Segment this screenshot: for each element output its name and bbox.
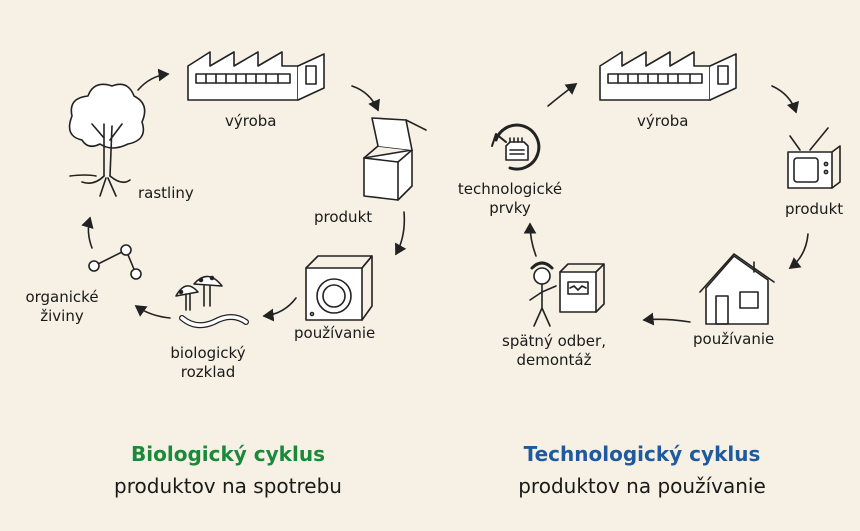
bio-label-decomposition: biologický rozklad (170, 344, 246, 381)
tech-cycle-title: Technologický cyklus (523, 442, 761, 466)
worm-icon (179, 314, 249, 329)
bio-label-production: výroba (225, 112, 277, 130)
tech-label-product: produkt (785, 200, 844, 218)
bio-label-nutrients: organické živiny (25, 288, 99, 325)
tech-cycle-subtitle: produktov na používanie (518, 474, 766, 498)
house-icon (699, 253, 775, 325)
mushrooms-icon (175, 275, 223, 311)
tech-label-usage: používanie (693, 330, 775, 348)
recycle-chip-icon (491, 123, 541, 171)
tech-label-components: technologické prvky (457, 180, 563, 217)
bio-label-plants: rastliny (138, 184, 194, 202)
bio-cycle-subtitle: produktov na spotrebu (114, 474, 342, 498)
box-icon (363, 117, 427, 201)
bio-cycle-title: Biologický cyklus (131, 442, 325, 466)
person-with-box-icon (529, 261, 605, 327)
bio-cycle-arrows (81, 68, 407, 322)
tech-label-production: výroba (637, 112, 689, 130)
factory-icon (187, 51, 325, 101)
molecule-icon (88, 244, 142, 280)
tv-icon (787, 127, 841, 189)
tech-cycle-arrows (523, 83, 809, 326)
washing-machine-icon (305, 255, 373, 321)
bio-label-product: produkt (314, 208, 373, 226)
factory-icon (599, 51, 737, 101)
bio-label-usage: používanie (294, 324, 376, 342)
tech-label-takeback: spätný odber, demontáž (502, 332, 606, 369)
tree-icon (68, 83, 146, 197)
